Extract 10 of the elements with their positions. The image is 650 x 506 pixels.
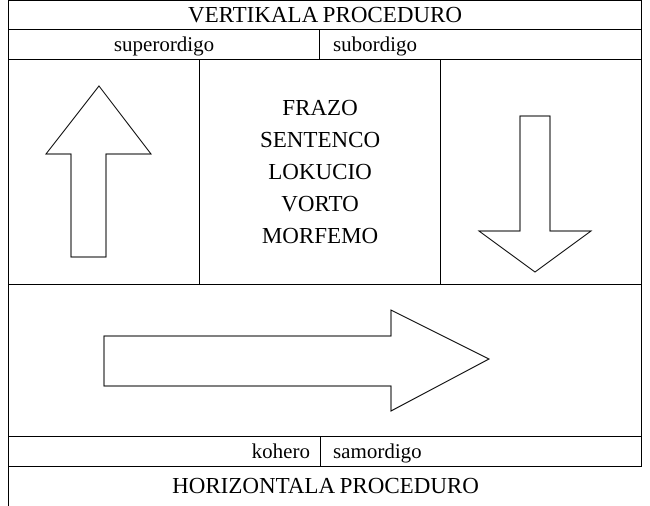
term-cell: samordigo: [320, 436, 642, 467]
term-label: FRAZO: [282, 94, 358, 122]
term-cell: kohero: [8, 436, 321, 467]
term-label: VORTO: [281, 190, 359, 218]
term-label: SENTENCO: [260, 126, 380, 154]
heading-cell: VERTIKALA PROCEDURO: [8, 0, 642, 30]
term-label: MORFEMO: [262, 222, 378, 250]
term-label: LOKUCIO: [268, 158, 372, 186]
arrow-panel: [8, 284, 642, 437]
heading-cell: HORIZONTALA PROCEDURO: [8, 466, 642, 506]
